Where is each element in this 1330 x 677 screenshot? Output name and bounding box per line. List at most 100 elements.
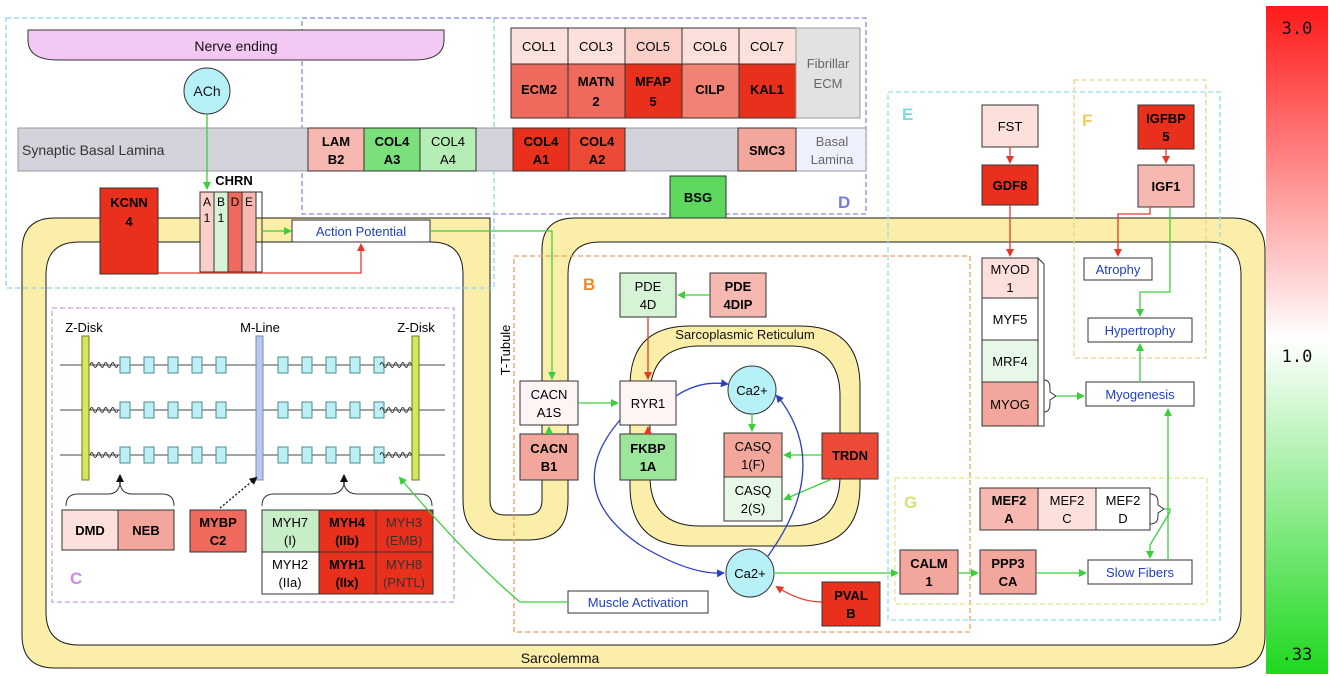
casq2-box: CASQ 2(S) — [723, 476, 783, 522]
titin-spring — [89, 362, 119, 368]
slow-fibers-label: Slow Fibers — [1106, 565, 1174, 580]
myog-label: MYOG — [990, 397, 1030, 412]
chrn-label: CHRN — [215, 173, 253, 188]
arrow-kcnn4-to-action-potential — [158, 243, 365, 274]
thick-filament-segment — [325, 401, 337, 419]
fibrillar-ecm-label-1: Fibrillar — [807, 56, 850, 71]
hypertrophy-label: Hypertrophy — [1105, 323, 1176, 338]
casq1-label-1: CASQ — [735, 439, 772, 454]
mef2c-label-1: MEF2 — [1050, 493, 1085, 508]
mfap5-label-2: 5 — [649, 94, 656, 109]
m-line-label: M-Line — [240, 320, 280, 335]
section-f-letter: F — [1082, 111, 1092, 130]
myod1-label-1: MYOD — [991, 262, 1030, 277]
mrf4-label: MRF4 — [992, 354, 1027, 369]
fibrillar-ecm-label-2: ECM — [814, 76, 843, 91]
thick-filament-segment — [143, 401, 155, 419]
thick-filament-segment — [215, 356, 227, 374]
casq1-label-2: 1(F) — [741, 457, 765, 472]
col4a1-label-1: COL4 — [524, 134, 559, 149]
basal-lamina-box — [795, 127, 867, 172]
sarcolemma-label: Sarcolemma — [521, 650, 600, 666]
thick-filament-segment — [191, 356, 203, 374]
col3-label: COL3 — [579, 39, 613, 54]
col5-label: COL5 — [636, 39, 670, 54]
mef2a-label-2: A — [1004, 511, 1014, 526]
z-disk-left-label: Z-Disk — [65, 320, 103, 335]
trdn-label: TRDN — [832, 448, 868, 463]
cacnb1-label-2: B1 — [541, 459, 558, 474]
myh1-label-1: MYH1 — [329, 557, 365, 572]
dmd-box: DMD — [61, 509, 119, 551]
col4a3-box: COL4 A3 — [363, 127, 421, 172]
thick-filament-segment — [349, 446, 361, 464]
cacna1s-box: CACN A1S — [519, 380, 579, 426]
arrow-mybpc2-to-mline — [219, 476, 258, 509]
thick-filament-segment — [325, 356, 337, 374]
myh3-label-2: (EMB) — [386, 533, 423, 548]
fibrillar-ecm-grid — [510, 27, 861, 119]
ryr1-label: RYR1 — [631, 396, 665, 411]
ca-sr-label: Ca2+ — [736, 383, 767, 398]
sarcolemma-membrane — [21, 217, 1266, 669]
atrophy-label: Atrophy — [1096, 262, 1141, 277]
pvalb-label-2: B — [846, 606, 855, 621]
color-scale-max: 3.0 — [1282, 19, 1313, 39]
calm1-label-1: CALM — [910, 556, 948, 571]
mfap5-label-1: MFAP — [635, 74, 671, 89]
nerve-ending — [27, 29, 445, 61]
col7-label: COL7 — [750, 39, 784, 54]
chrnd-label: D — [231, 195, 240, 209]
arrow-pvalb-to-ca — [775, 585, 823, 603]
t-tubule-label: T-Tubule — [498, 325, 513, 376]
arrow-ap-to-cacna1s — [430, 230, 556, 380]
cacna1s-label-2: A1S — [537, 405, 562, 420]
igf1-box: IGF1 — [1137, 164, 1195, 208]
pde4dip-label-2: 4DIP — [724, 297, 753, 312]
pvalb-box: PVAL B — [821, 581, 881, 627]
myh7-label-1: MYH7 — [272, 515, 308, 530]
myh1-label-2: (IIx) — [335, 575, 358, 590]
fkbp1a-label-2: 1A — [640, 459, 657, 474]
section-c-box — [51, 307, 455, 603]
thick-filament-segment — [373, 356, 385, 374]
kcnn4-label-1: KCNN — [110, 195, 148, 210]
neb-label: NEB — [132, 523, 159, 538]
col4a3-label-2: A3 — [384, 152, 401, 167]
hypertrophy-box — [1087, 317, 1193, 343]
mef2d-label-1: MEF2 — [1106, 493, 1141, 508]
casq2-label-1: CASQ — [735, 483, 772, 498]
thick-filament-segment — [277, 401, 289, 419]
col4a4-label-2: A4 — [440, 152, 456, 167]
lamb2-label-1: LAM — [322, 134, 350, 149]
matn2-label-2: 2 — [592, 94, 599, 109]
color-scale-mid: 1.0 — [1282, 347, 1313, 367]
section-b-box — [513, 255, 971, 633]
gdf8-label: GDF8 — [993, 178, 1028, 193]
muscle-activation-label: Muscle Activation — [588, 595, 688, 610]
thick-filament-segment — [167, 446, 179, 464]
nerve-ending-label: Nerve ending — [194, 38, 277, 54]
cilp-label: CILP — [695, 82, 725, 97]
thick-filament-segment — [167, 401, 179, 419]
fkbp1a-label-1: FKBP — [630, 441, 666, 456]
myogenic-factors — [981, 257, 1057, 427]
myogenesis-label: Myogenesis — [1105, 387, 1175, 402]
mybpc2-box: MYBP C2 — [189, 509, 247, 553]
col4a2-box: COL4 A2 — [568, 127, 626, 172]
synaptic-basal-lamina-label: Synaptic Basal Lamina — [22, 142, 165, 158]
myh4-label-1: MYH4 — [329, 515, 366, 530]
cacna1s-label-1: CACN — [531, 387, 568, 402]
myh2-label-2: (IIa) — [278, 575, 301, 590]
action-potential-label: Action Potential — [316, 224, 406, 239]
arrow-ryr1-to-ca-sr — [675, 379, 729, 397]
basal-lamina-label-2: Lamina — [811, 152, 854, 167]
mef2d-label-2: D — [1118, 511, 1127, 526]
thick-filament-segment — [143, 356, 155, 374]
thick-filament-segment — [191, 401, 203, 419]
smc3-box: SMC3 — [737, 127, 797, 172]
section-b-letter: B — [583, 275, 595, 294]
thick-filament-segment — [277, 356, 289, 374]
section-e-box — [887, 91, 1221, 621]
